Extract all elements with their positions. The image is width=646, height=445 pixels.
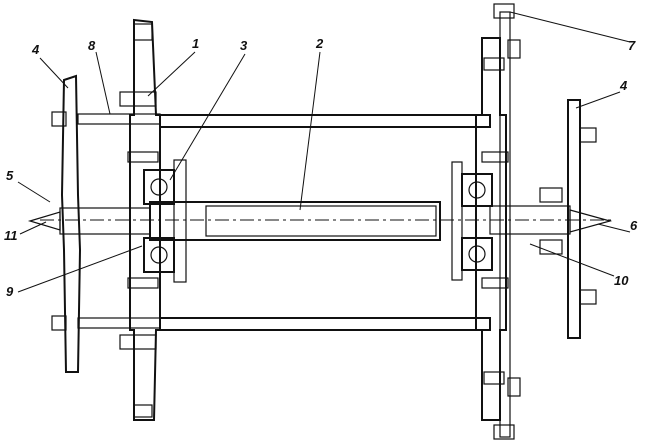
- label-11: 11: [4, 228, 18, 243]
- leader-lines: [17, 11, 631, 293]
- shaft: [27, 187, 615, 255]
- part-labels: 1 2 3 4 4 5 6 7 8 9 10 11: [4, 36, 638, 299]
- label-6: 6: [630, 218, 638, 233]
- bolts: [119, 57, 509, 385]
- label-4-right: 4: [619, 78, 628, 93]
- label-1: 1: [192, 36, 199, 51]
- label-2: 2: [315, 36, 324, 51]
- label-7: 7: [628, 38, 636, 53]
- label-5: 5: [6, 168, 14, 183]
- label-3: 3: [240, 38, 248, 53]
- left-drum-flange: [129, 18, 161, 421]
- right-bearing: [451, 161, 493, 281]
- left-bearing: [143, 159, 187, 283]
- label-4-left: 4: [31, 42, 40, 57]
- right-outer-flange: [567, 99, 597, 339]
- left-outer-flange: [51, 74, 161, 373]
- label-10: 10: [614, 273, 629, 288]
- right-drum-flange: [475, 3, 521, 440]
- label-9: 9: [6, 284, 14, 299]
- label-8: 8: [88, 38, 96, 53]
